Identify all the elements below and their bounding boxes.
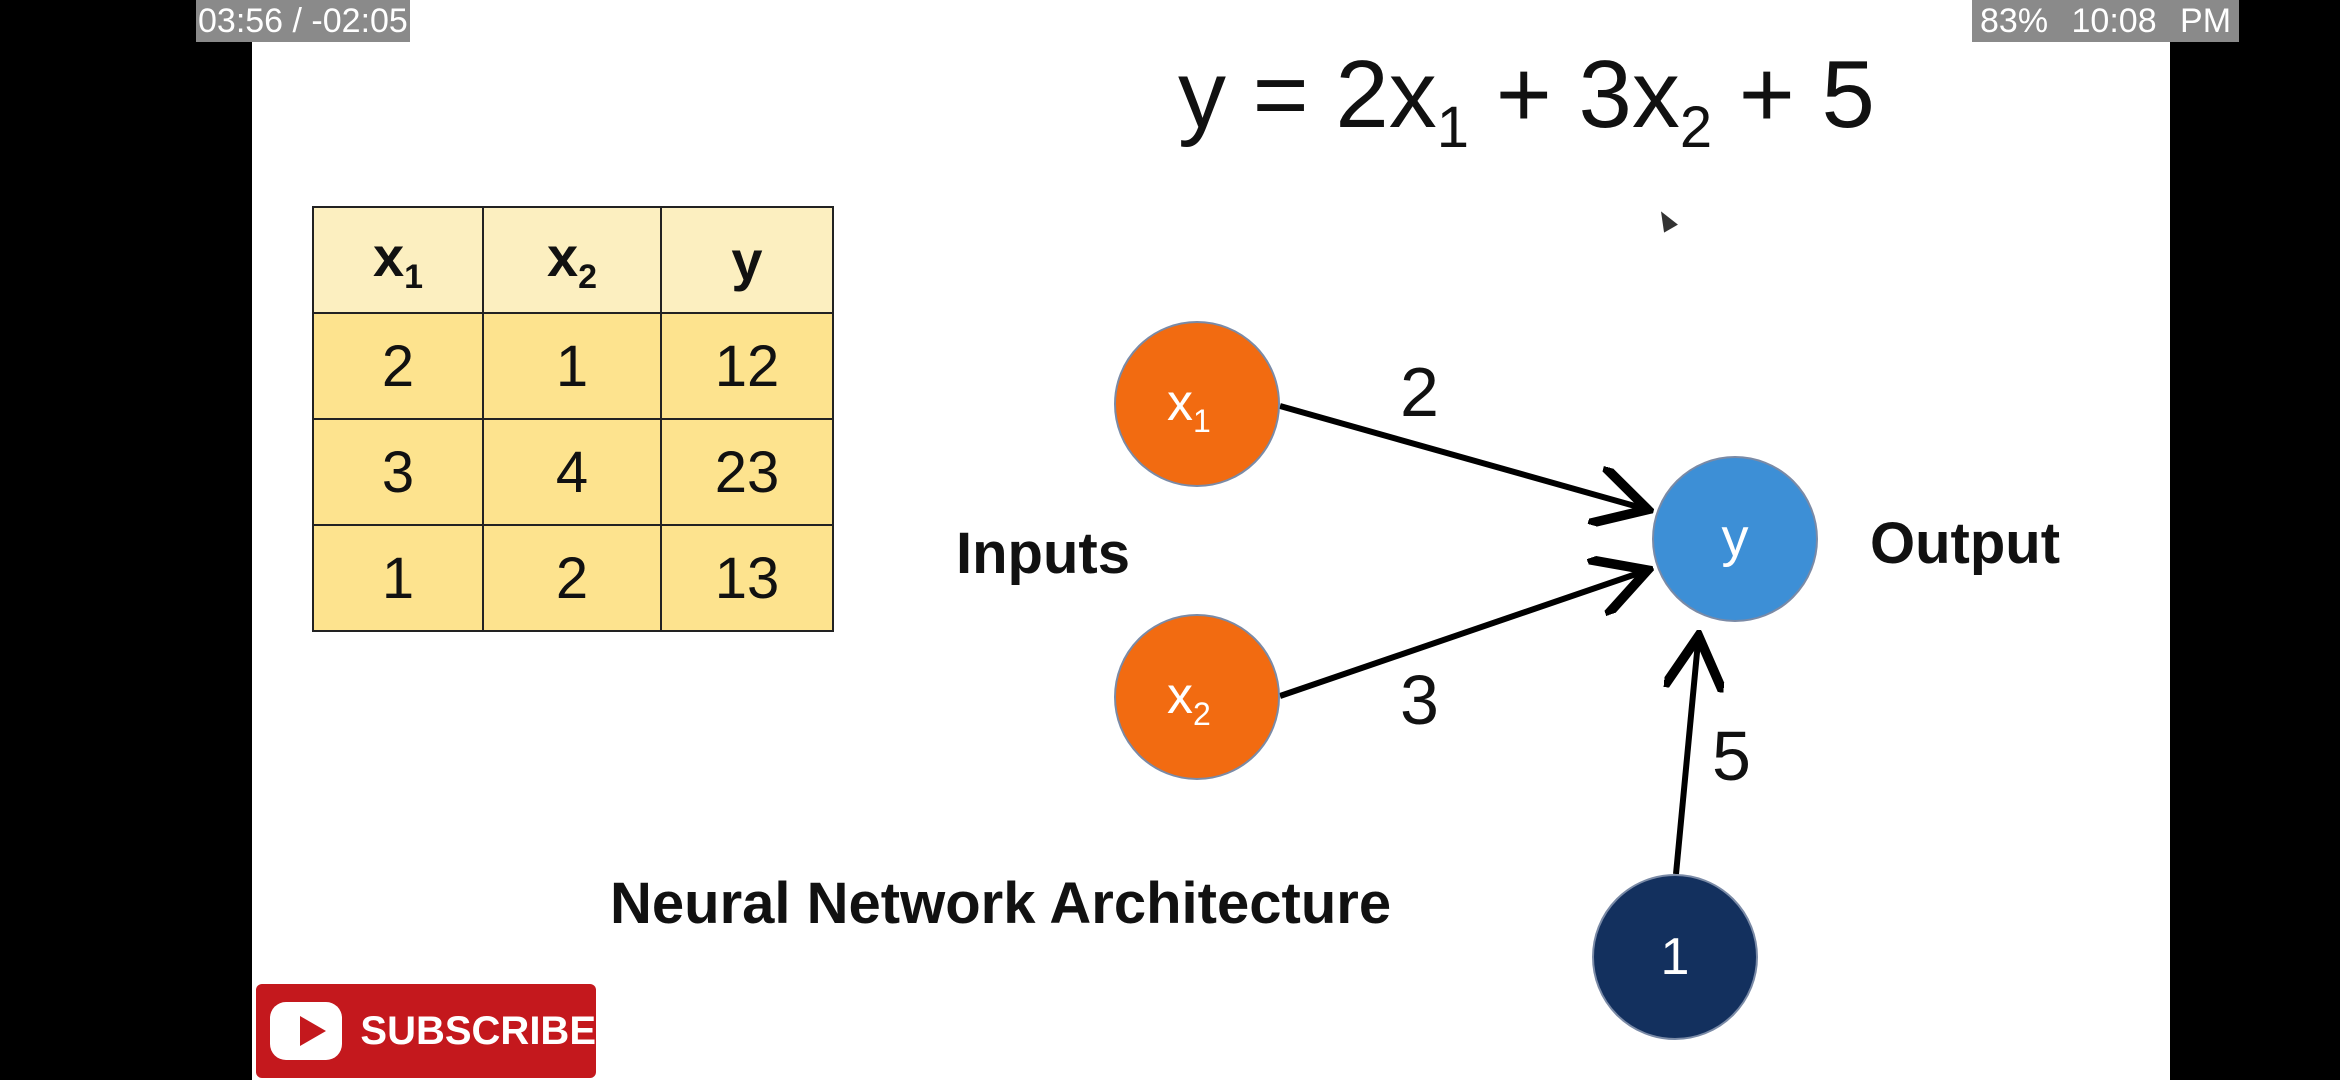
- equation-sub2: 2: [1679, 95, 1713, 160]
- input-node-x2-label: x2: [1167, 667, 1211, 732]
- equation-mid: + 3x: [1469, 41, 1680, 148]
- table-cell: 1: [482, 312, 662, 420]
- network-diagram: x1 x2 y 1: [1114, 321, 1818, 1040]
- table-row: 3 4 23: [312, 418, 834, 526]
- table-header-y: y: [660, 206, 834, 314]
- edge-x1-y: [1279, 403, 1642, 508]
- output-node-y: [1652, 456, 1818, 622]
- clock: 10:08 PM: [2071, 2, 2232, 40]
- bias-node-label: 1: [1661, 928, 1690, 986]
- video-time-display: 03:56 / -02:05: [196, 0, 410, 42]
- data-table: x1 x2 y 2 1 12 3 4 23 1 2 13: [312, 206, 834, 632]
- table-cell: 23: [660, 418, 834, 526]
- output-node-label: y: [1722, 508, 1749, 568]
- subscribe-button[interactable]: SUBSCRIBE: [256, 984, 596, 1078]
- edge-bias-y: [1676, 642, 1698, 875]
- weight-bias: 5: [1712, 717, 1751, 795]
- table-cell: 3: [312, 418, 484, 526]
- equation-sub1: 1: [1436, 95, 1470, 160]
- weight-w1: 2: [1400, 353, 1439, 431]
- weight-w2: 3: [1400, 661, 1439, 739]
- equation-rhs: + 5: [1712, 41, 1875, 148]
- status-bar: 83% 10:08 PM: [1972, 0, 2240, 42]
- bias-node: [1592, 874, 1758, 1040]
- diagram-caption: Neural Network Architecture: [610, 871, 1392, 936]
- battery-level: 83%: [1980, 2, 2049, 40]
- inputs-label: Inputs: [956, 521, 1130, 586]
- table-header-row: x1 x2 y: [312, 206, 834, 314]
- output-label: Output: [1870, 511, 2061, 576]
- edge-x2-y: [1279, 572, 1642, 699]
- equation-lhs: y = 2x: [1178, 41, 1437, 148]
- table-cell: 4: [482, 418, 662, 526]
- input-node-x1: [1114, 321, 1280, 487]
- subscribe-label: SUBSCRIBE: [360, 1008, 596, 1053]
- slide: y = 2x1 + 3x2 + 5 x1 x2 y 2 1 12 3 4 23 …: [252, 0, 2170, 1080]
- table-row: 1 2 13: [312, 524, 834, 632]
- table-header-x2: x2: [482, 206, 662, 314]
- table-header-x1: x1: [312, 206, 484, 314]
- input-node-x2: [1114, 614, 1280, 780]
- equation: y = 2x1 + 3x2 + 5: [1178, 40, 1875, 161]
- table-cell: 13: [660, 524, 834, 632]
- table-cell: 1: [312, 524, 484, 632]
- youtube-play-icon: [270, 1002, 343, 1060]
- input-node-x1-label: x1: [1167, 374, 1211, 439]
- table-cell: 2: [312, 312, 484, 420]
- table-cell: 12: [660, 312, 834, 420]
- table-cell: 2: [482, 524, 662, 632]
- table-row: 2 1 12: [312, 312, 834, 420]
